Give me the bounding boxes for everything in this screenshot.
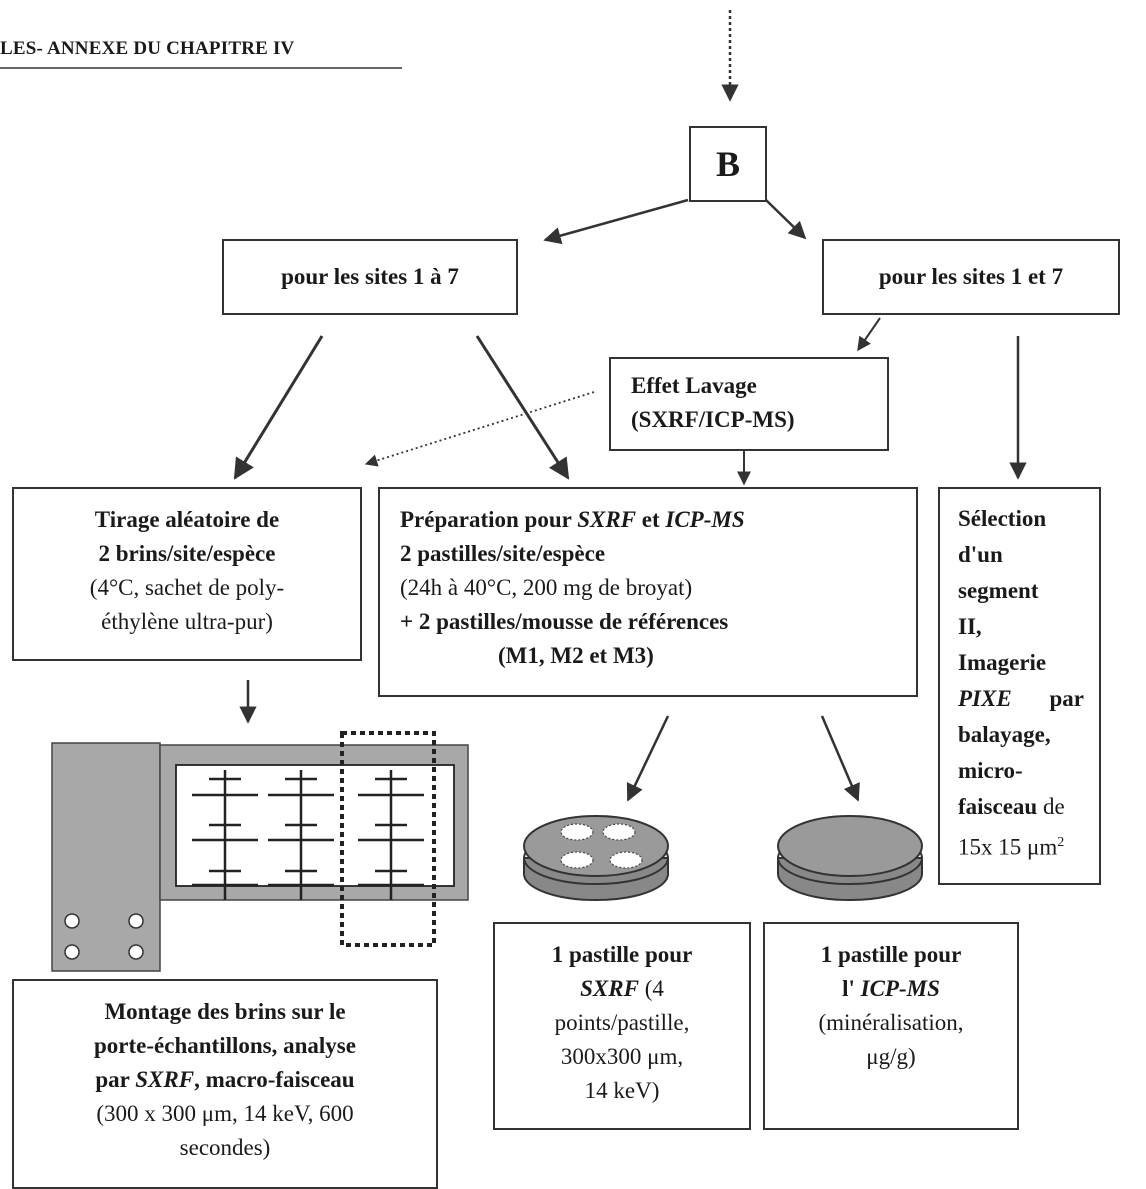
arrow-b-to-left-branch xyxy=(543,198,689,245)
branch-sites-1-and-7: pour les sites 1 et 7 xyxy=(822,239,1120,315)
preparation-references: + 2 pastilles/mousse de références xyxy=(400,609,729,634)
tirage-conditions-1: (4°C, sachet de poly- xyxy=(89,575,285,600)
arrow-left-branch-to-tirage xyxy=(233,335,324,480)
effet-lavage-title: Effet Lavage xyxy=(631,373,757,398)
sample-holder-illustration xyxy=(51,731,469,972)
preparation-box: Préparation pour SXRF et ICP-MS 2 pastil… xyxy=(378,487,918,697)
preparation-conditions: (24h à 40°C, 200 mg de broyat) xyxy=(400,575,693,600)
page-header: LES- ANNEXE DU CHAPITRE IV xyxy=(0,38,295,59)
arrow-preparation-to-icp-pellet xyxy=(820,715,860,802)
effet-lavage-methods: (SXRF/ICP-MS) xyxy=(631,407,795,432)
montage-box: Montage des brins sur le porte-échantill… xyxy=(12,979,438,1189)
branch-sites-1-to-7: pour les sites 1 à 7 xyxy=(222,239,518,315)
preparation-reference-list: (M1, M2 et M3) xyxy=(498,643,654,668)
pastille-icp-box: 1 pastille pour l' ICP-MS (minéralisatio… xyxy=(763,922,1019,1130)
preparation-title: Préparation pour SXRF et ICP-MS xyxy=(400,507,745,532)
icp-ms-pellet-illustration xyxy=(777,815,923,901)
tirage-title: Tirage aléatoire de xyxy=(94,507,280,532)
tirage-conditions-2: éthylène ultra-pur) xyxy=(101,609,273,634)
tirage-count: 2 brins/site/espèce xyxy=(98,541,276,566)
pastille-sxrf-box: 1 pastille pour SXRF (4 points/pastille,… xyxy=(493,922,751,1130)
arrow-effet-lavage-to-tirage xyxy=(364,391,595,467)
preparation-count: 2 pastilles/site/espèce xyxy=(400,541,606,566)
selection-box: Sélection d'un segment II, Imagerie PIXE… xyxy=(938,487,1101,885)
effet-lavage-box: Effet Lavage (SXRF/ICP-MS) xyxy=(609,357,889,451)
arrow-right-branch-to-effet-lavage xyxy=(857,317,881,352)
sxrf-pellet-illustration xyxy=(523,815,669,901)
node-b: B xyxy=(689,126,767,202)
arrow-b-to-right-branch xyxy=(765,199,807,240)
arrow-preparation-to-sxrf-pellet xyxy=(626,715,670,802)
arrow-left-branch-to-preparation xyxy=(475,335,570,480)
tirage-box: Tirage aléatoire de 2 brins/site/espèce … xyxy=(12,487,362,661)
